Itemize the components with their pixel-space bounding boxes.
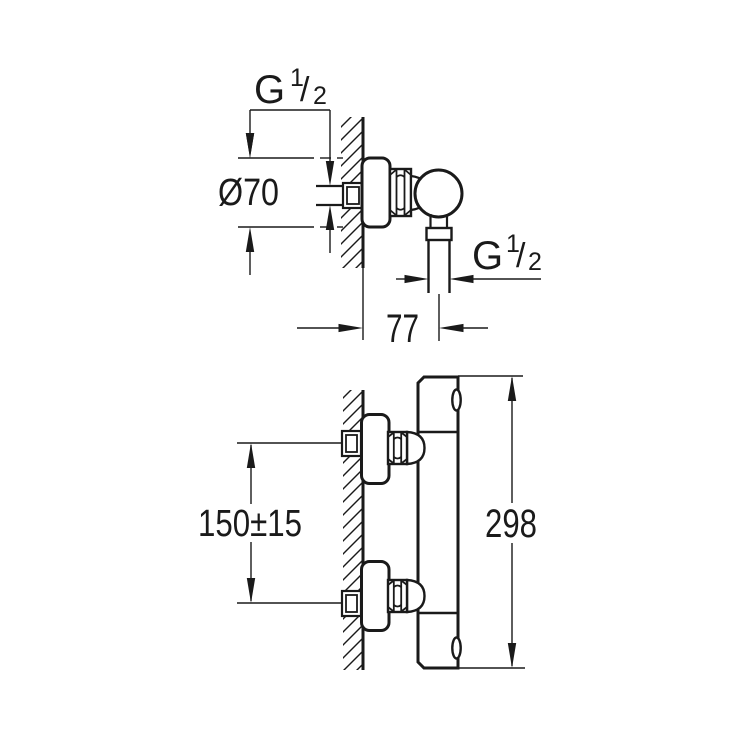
wall-to-outlet-dimension-text: 77 bbox=[386, 307, 419, 351]
dimension-overall-height bbox=[458, 375, 525, 669]
arrowhead-up bbox=[507, 376, 517, 401]
union-dome-bottom bbox=[405, 578, 426, 614]
dimension-wall-to-outlet bbox=[297, 268, 488, 340]
arrowhead-up bbox=[245, 227, 255, 252]
arrowhead-left bbox=[439, 323, 464, 333]
wall-pipe-stub bbox=[316, 184, 343, 207]
shower-outlet bbox=[425, 214, 453, 341]
top-view: G 1 / 2 Ø70 G 1 / 2 77 bbox=[218, 64, 542, 351]
hex-connection-nut-top bbox=[386, 430, 409, 466]
escutcheon-bottom bbox=[360, 560, 391, 632]
mixer-body bbox=[416, 375, 460, 670]
outlet-thread-label-denominator: 2 bbox=[528, 248, 542, 276]
arrowhead-down bbox=[325, 161, 335, 186]
square-union-nut-top bbox=[340, 429, 363, 458]
bottom-handle-button bbox=[451, 636, 462, 660]
outlet-thread-label-slash: / bbox=[516, 237, 526, 275]
square-union-nut-bottom bbox=[340, 589, 363, 618]
wall-thread-label-letter: G bbox=[254, 68, 285, 112]
top-handle-button bbox=[451, 388, 462, 412]
valve-body-circle bbox=[413, 168, 464, 219]
hex-connection-nut-top-view bbox=[388, 167, 413, 218]
dimension-outlet-thread bbox=[396, 274, 541, 284]
dimension-inlet-spacing bbox=[246, 443, 256, 603]
outlet-collar bbox=[425, 226, 453, 242]
escutcheon-top-view bbox=[360, 156, 392, 229]
arrowhead-up bbox=[325, 205, 335, 230]
arrowhead-right bbox=[404, 274, 429, 284]
square-union-nut-top-view bbox=[341, 181, 365, 210]
arrowhead-down bbox=[507, 643, 517, 668]
outlet-thread-label-numerator: 1 bbox=[506, 230, 520, 258]
dimension-escutcheon-diameter bbox=[238, 133, 343, 275]
inlet-spacing-dimension-text: 150±15 bbox=[198, 503, 302, 545]
wall-thread-label-slash: / bbox=[300, 71, 310, 109]
union-dome-top bbox=[405, 430, 426, 466]
arrowhead-right bbox=[338, 323, 363, 333]
arrowhead-down bbox=[245, 133, 255, 158]
arrowhead-left bbox=[449, 274, 474, 284]
escutcheon-top bbox=[360, 413, 391, 485]
wall-thread-label-denominator: 2 bbox=[313, 82, 327, 110]
arrowhead-up bbox=[246, 443, 256, 468]
escutcheon-diameter-label: Ø70 bbox=[218, 172, 279, 214]
outlet-thread-label-letter: G bbox=[472, 234, 503, 278]
arrowhead-down bbox=[246, 578, 256, 603]
wall-thread-label-numerator: 1 bbox=[290, 64, 304, 92]
overall-height-dimension-text: 298 bbox=[485, 502, 537, 546]
hex-connection-nut-bottom bbox=[386, 578, 409, 614]
side-view: 150±15 298 bbox=[198, 375, 537, 670]
